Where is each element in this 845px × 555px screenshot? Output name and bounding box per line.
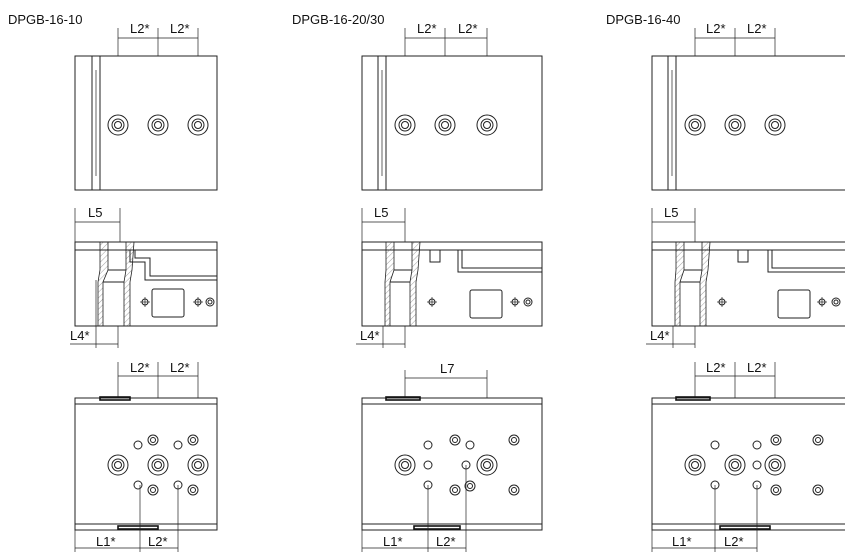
dim-l4: L4* [70,328,90,343]
hole [476,114,498,136]
hole [173,440,183,450]
title-dpgb-16-40: DPGB-16-40 [606,12,680,27]
dim-l2-d: L2* [170,360,190,375]
view-section-dpgb-16-10: L5 L4* [70,205,218,348]
dim-l2-l: L2* [747,360,767,375]
dim-l2-f: L2* [417,21,437,36]
dim-l2-h: L2* [436,534,456,549]
dim-l5: L5 [88,205,102,220]
hole [394,114,416,136]
hole [770,484,782,496]
view-top-dpgb-16-20-30: L2* L2* [361,21,543,191]
hole [684,454,706,476]
view-section-dpgb-16-20-30: L5 L4* [356,205,543,348]
hole [812,484,824,496]
hole [423,460,433,470]
hole [133,440,143,450]
hole [764,114,786,136]
hole [817,297,827,307]
hole [187,434,199,446]
hole [476,454,498,476]
hole [752,440,762,450]
dim-l5-b: L5 [374,205,388,220]
dim-l4-c: L4* [650,328,670,343]
hole [831,297,841,307]
hole [147,454,169,476]
hole [510,297,520,307]
dim-l2-j: L2* [747,21,767,36]
hole [107,454,129,476]
dim-l2-c: L2* [130,360,150,375]
hole [764,454,786,476]
dim-l1: L1* [96,534,116,549]
hole [187,114,209,136]
dim-l2-k: L2* [706,360,726,375]
hole [508,484,520,496]
hole [724,454,746,476]
view-section-dpgb-16-40: L5 L4* [646,205,845,348]
dim-l1-c: L1* [672,534,692,549]
hole [752,460,762,470]
hole [394,454,416,476]
title-dpgb-16-20-30: DPGB-16-20/30 [292,12,385,27]
dim-l4-b: L4* [360,328,380,343]
hole [684,114,706,136]
hole [449,434,461,446]
hole [523,297,533,307]
view-top-dpgb-16-40: L2* L2* [651,21,845,191]
dim-l7: L7 [440,361,454,376]
hole [147,484,159,496]
hole [724,114,746,136]
dim-l2-m: L2* [724,534,744,549]
hole [508,434,520,446]
dim-l2-i: L2* [706,21,726,36]
hole [770,434,782,446]
hole [147,434,159,446]
view-bottom-dpgb-16-20-30: L7 L1* L2* [361,361,543,552]
view-bottom-dpgb-16-40: L2* L2* L1* L2* [651,360,845,552]
dim-l2-a: L2* [130,21,150,36]
hole [434,114,456,136]
hole [464,480,476,492]
hole [717,297,727,307]
hole [133,480,143,490]
dim-l5-c: L5 [664,205,678,220]
dim-l2-e: L2* [148,534,168,549]
hole [812,434,824,446]
hole [427,297,437,307]
hole [140,297,150,307]
hole [147,114,169,136]
hole [107,114,129,136]
hole [193,297,203,307]
view-bottom-dpgb-16-10: L2* L2* L1* L2* [74,360,218,552]
title-dpgb-16-10: DPGB-16-10 [8,12,82,27]
hole [205,297,215,307]
dim-l2-g: L2* [458,21,478,36]
view-top-dpgb-16-10: L2* L2* [74,21,218,191]
hole [710,440,720,450]
hole [187,484,199,496]
dim-l2-b: L2* [170,21,190,36]
hole [187,454,209,476]
dim-l1-b: L1* [383,534,403,549]
hole [423,440,433,450]
hole [465,440,475,450]
hole [449,484,461,496]
